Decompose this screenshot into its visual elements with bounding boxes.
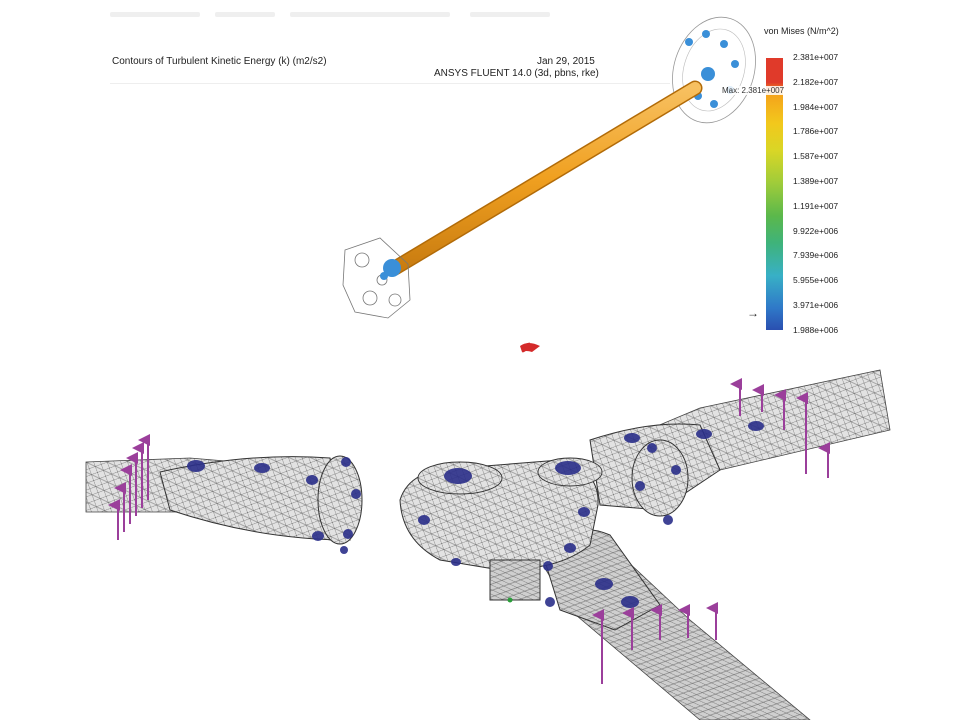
legend-title: von Mises (N/m^2)	[764, 26, 839, 36]
bolt-nodes	[187, 421, 764, 608]
hub-post	[489, 559, 541, 601]
legend-tick-label: 1.988e+006	[793, 324, 839, 335]
legend-tick-label: 7.939e+006	[793, 250, 839, 261]
header-divider	[110, 83, 670, 84]
upper-flange	[672, 16, 756, 124]
rotor-hub-mesh	[85, 369, 891, 720]
fluent-date: Jan 29, 2015	[537, 56, 595, 67]
header-smudge	[215, 12, 275, 17]
cuff-right	[631, 439, 689, 517]
origin-marker	[507, 597, 513, 603]
legend-tick-label: 2.381e+007	[793, 52, 839, 62]
shaft	[389, 82, 701, 274]
fluent-plot-title: Contours of Turbulent Kinetic Energy (k)…	[112, 56, 327, 67]
fluent-version: ANSYS FLUENT 14.0 (3d, pbns, rke)	[434, 68, 599, 79]
header-smudge	[110, 12, 200, 17]
cuff-left	[317, 455, 363, 545]
legend-colorbar	[766, 58, 783, 330]
legend-tick-label: 1.984e+007	[793, 101, 839, 112]
legend-tick-label: 9.922e+006	[793, 225, 839, 236]
shaft-model	[342, 16, 756, 319]
lower-bracket	[342, 237, 411, 319]
legend-pointer-arrow: →	[747, 306, 759, 320]
header-smudge	[290, 12, 450, 17]
legend-tick-label: 1.191e+007	[793, 200, 839, 211]
legend-tick-label: 1.587e+007	[793, 151, 839, 162]
header-smudge	[470, 12, 550, 17]
axis-triad-icon	[520, 342, 540, 353]
legend-tick-label: 5.955e+006	[793, 275, 839, 286]
max-stress-label: Max: 2.381e+007	[721, 86, 786, 95]
legend-tick-label: 1.786e+007	[793, 126, 839, 137]
legend-tick-label: 1.389e+007	[793, 176, 839, 186]
force-arrows	[108, 378, 830, 684]
legend-tick-label: 3.971e+006	[793, 300, 839, 310]
legend-tick-label: 2.182e+007	[793, 76, 839, 87]
